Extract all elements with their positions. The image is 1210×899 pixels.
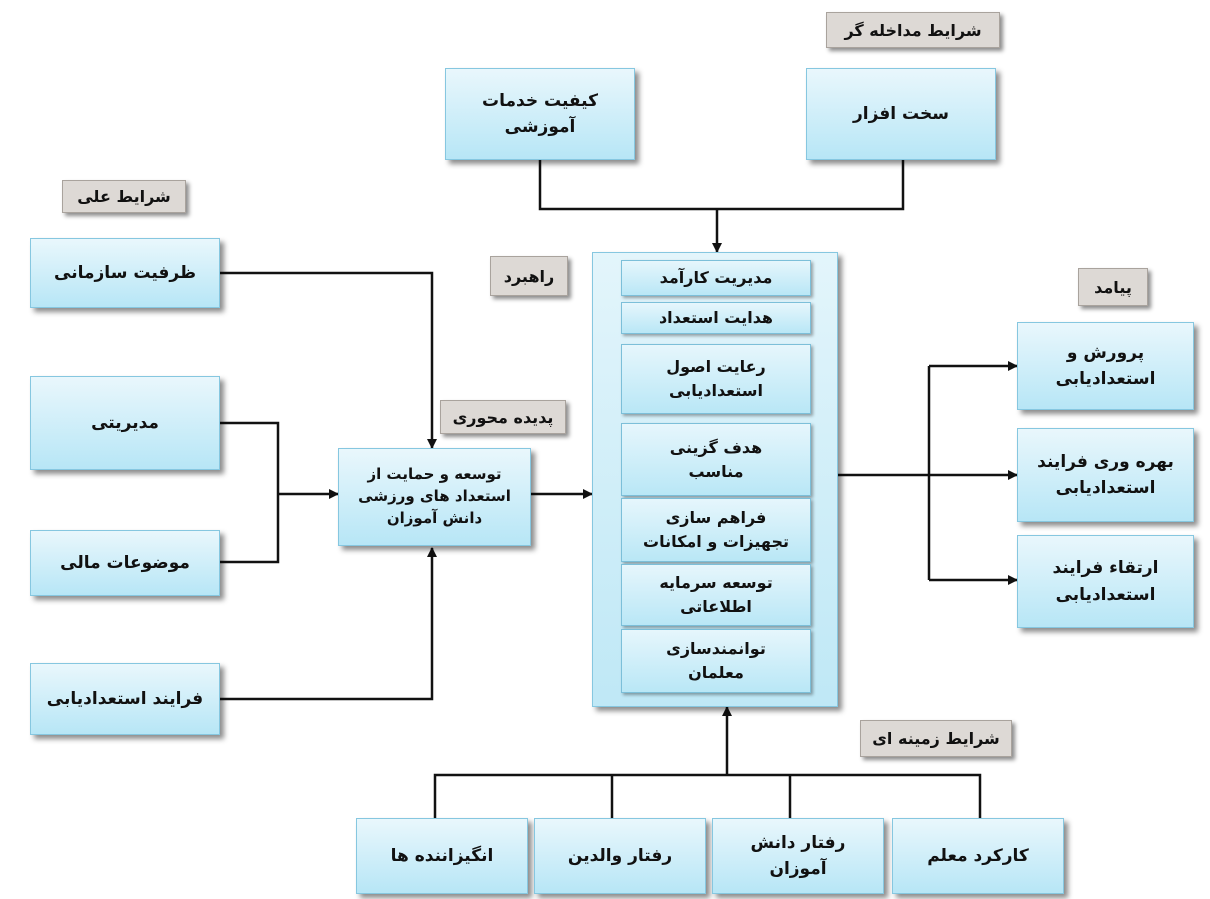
strategy-item-1: مدیریت کارآمد (621, 260, 811, 296)
box-central-phenomenon: توسعه و حمایت از استعداد های ورزشی دانش … (338, 448, 531, 546)
tag-causal: شرایط علی (62, 180, 186, 213)
box-talent-process: فرایند استعدادیابی (30, 663, 220, 735)
box-outcome-3: ارتقاء فرایند استعدادیابی (1017, 535, 1194, 628)
tag-phenomenon: پدیده محوری (440, 400, 566, 434)
box-financial: موضوعات مالی (30, 530, 220, 596)
strategy-item-7: توانمندسازی معلمان (621, 629, 811, 693)
box-context-motivators: انگیزاننده ها (356, 818, 528, 894)
connector-management (220, 421, 280, 564)
arrow-process (220, 547, 437, 701)
box-context-teacher: کارکرد معلم (892, 818, 1064, 894)
arrow-capacity (220, 271, 437, 449)
strategy-item-3: رعایت اصول استعدادیابی (621, 344, 811, 414)
strategy-item-4: هدف گزینی مناسب (621, 423, 811, 496)
tag-context: شرایط زمینه ای (860, 720, 1012, 757)
box-outcome-1: پرورش و استعدادیابی (1017, 322, 1194, 410)
box-context-students: رفتار دانش آموزان (712, 818, 884, 894)
box-management: مدیریتی (30, 376, 220, 470)
strategy-item-6: توسعه سرمایه اطلاعاتی (621, 564, 811, 626)
box-organizational-capacity: ظرفیت سازمانی (30, 238, 220, 308)
box-education-quality: کیفیت خدمات آموزشی (445, 68, 635, 160)
box-outcome-2: بهره وری فرایند استعدادیابی (1017, 428, 1194, 522)
connector-intervening (538, 160, 905, 211)
connector-context (433, 773, 982, 818)
tag-intervening: شرایط مداخله گر (826, 12, 1000, 48)
strategy-item-2: هدایت استعداد (621, 302, 811, 334)
box-hardware: سخت افزار (806, 68, 996, 160)
box-context-parents: رفتار والدین (534, 818, 706, 894)
strategy-item-5: فراهم سازی تجهیزات و امکانات (621, 498, 811, 562)
tag-outcome: پیامد (1078, 268, 1148, 306)
tag-strategy: راهبرد (490, 256, 568, 296)
